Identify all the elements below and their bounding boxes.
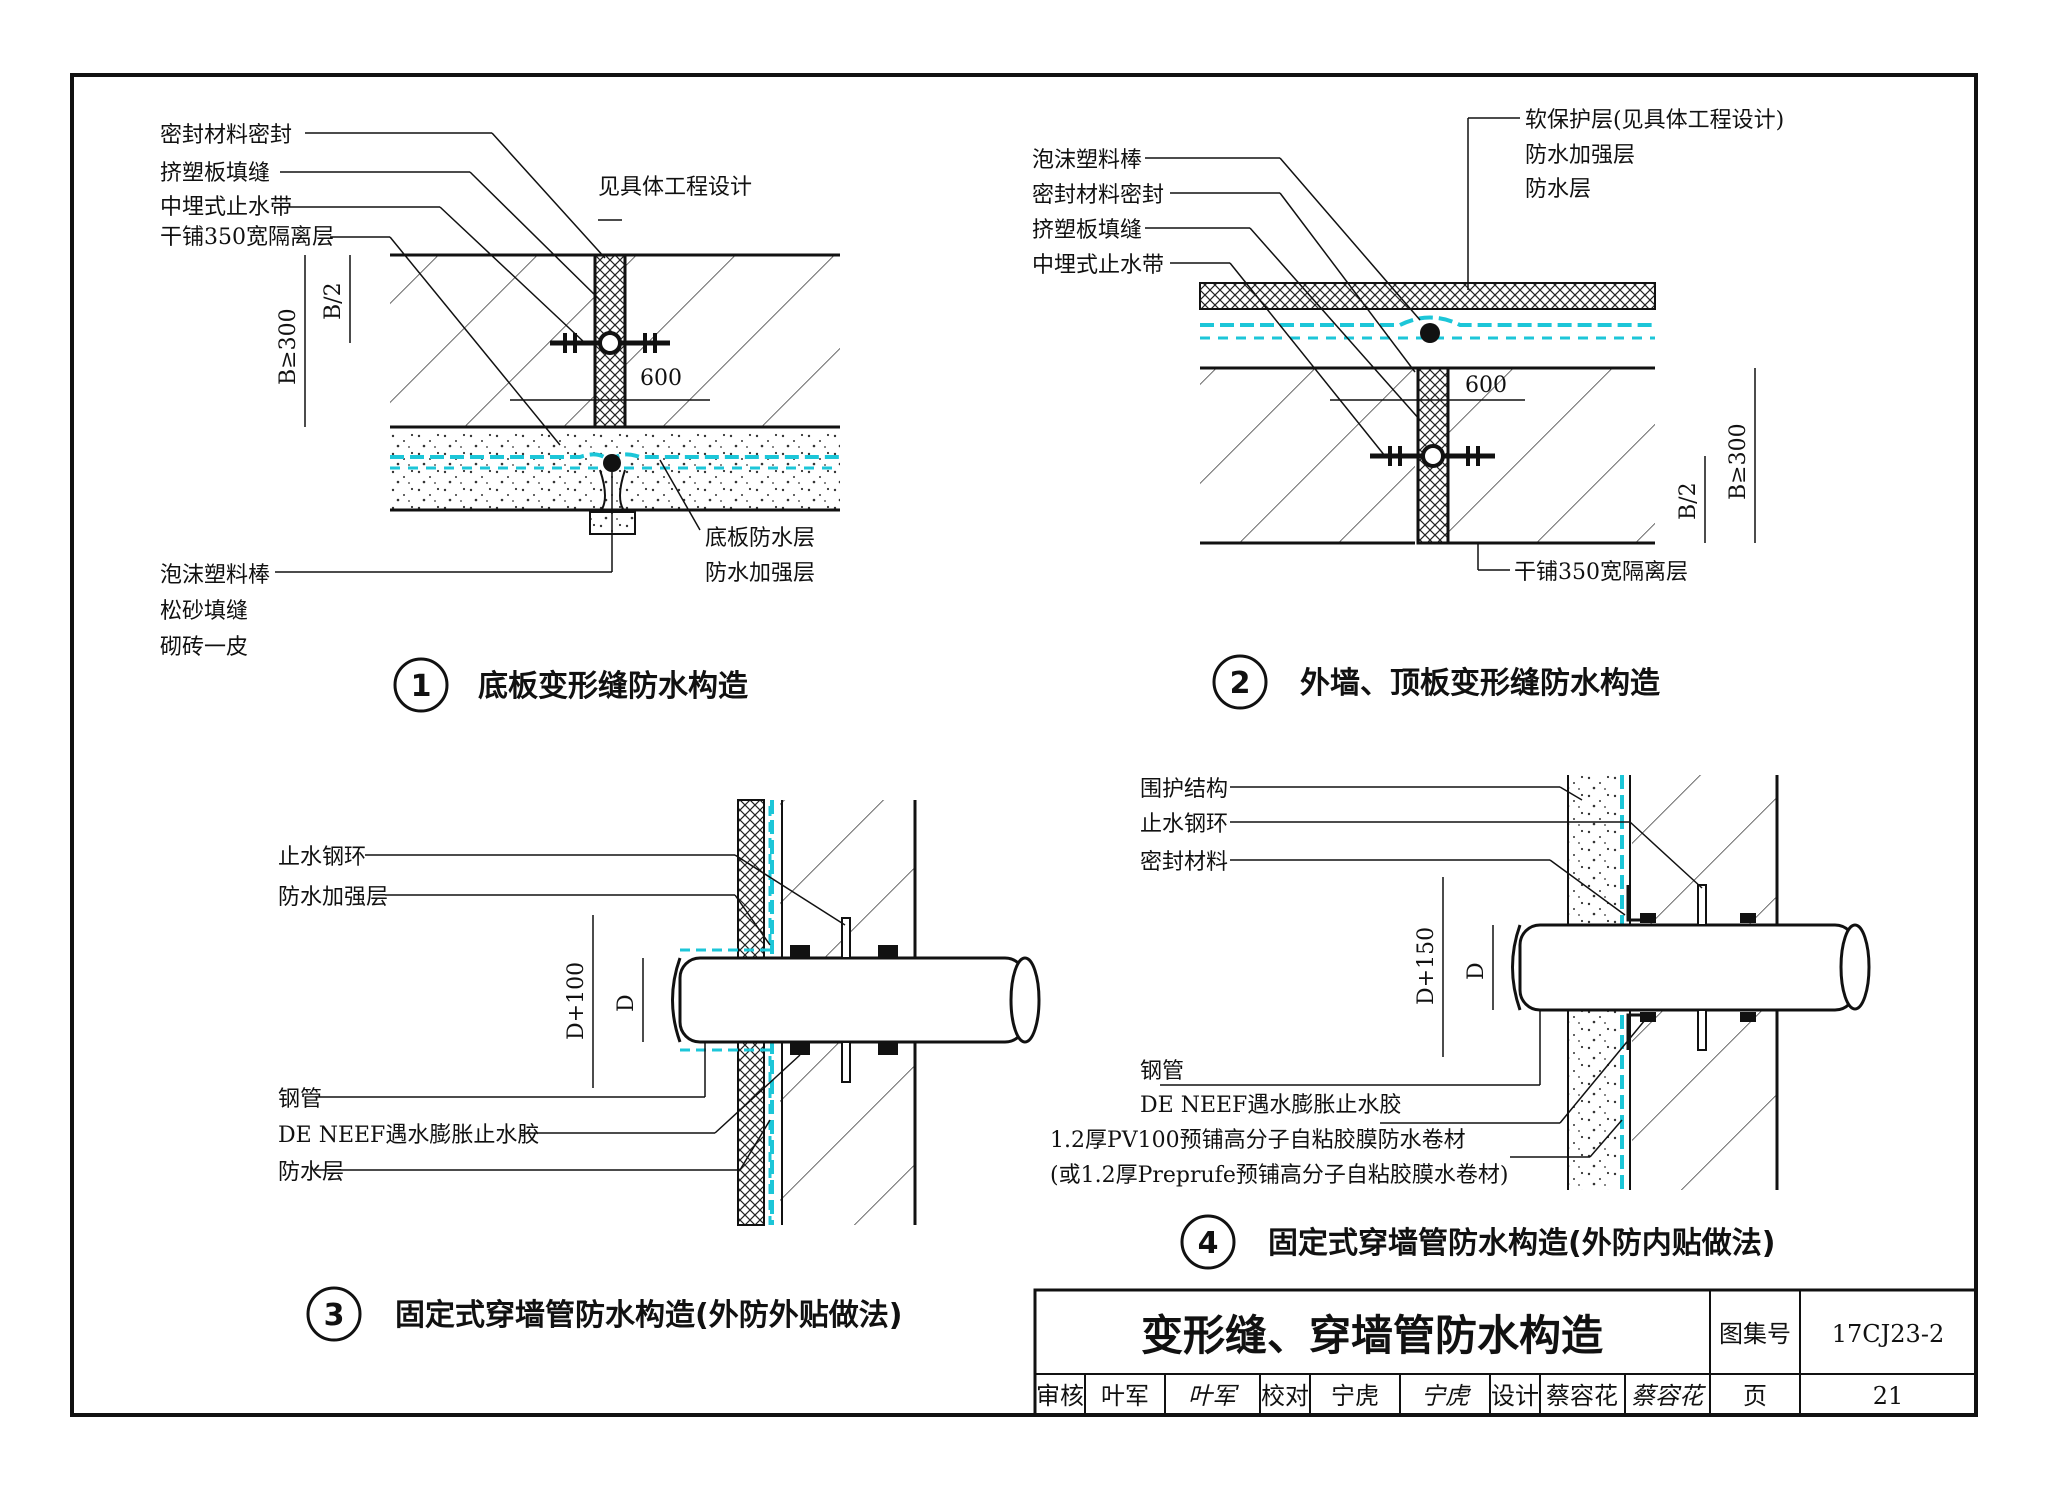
- atlas-label: 图集号: [1719, 1320, 1791, 1348]
- detail-1-label-5: 泡沫塑料棒: [160, 563, 270, 588]
- detail-1-label-6: 松砂填缝: [160, 599, 248, 624]
- drawing-number: 17CJ23-2: [1832, 1320, 1944, 1348]
- detail-3-marker: [306, 1286, 362, 1342]
- detail-1-dim-1: B/2: [321, 282, 346, 320]
- detail-4-label-1: 止水钢环: [1140, 812, 1228, 837]
- detail-4: [1160, 775, 1871, 1190]
- detail-1: [275, 132, 840, 573]
- page-label: 页: [1743, 1382, 1767, 1410]
- designer-signature: 蔡容花: [1631, 1382, 1706, 1410]
- pipe-4: [1518, 923, 1857, 1012]
- detail-1-label-3: 干铺350宽隔离层: [160, 225, 334, 250]
- detail-2-dim-1: B≥300: [1726, 423, 1751, 500]
- detail-2-label-2: 挤塑板填缝: [1032, 218, 1142, 243]
- detail-1-dim-0: B≥300: [276, 308, 301, 385]
- detail-3-label-2: 钢管: [278, 1087, 322, 1112]
- protection-layer-2: [1199, 282, 1656, 310]
- detail-2-label-7: 干铺350宽隔离层: [1514, 560, 1688, 585]
- detail-4-label-2: 密封材料: [1140, 850, 1228, 875]
- sheet-border: [70, 73, 1978, 1417]
- detail-2-label-1: 密封材料密封: [1032, 183, 1164, 208]
- detail-4-dim-1: D: [1464, 962, 1489, 980]
- detail-4-label-6: (或1.2厚Preprufe预铺高分子自粘胶膜水卷材): [1050, 1163, 1508, 1188]
- detail-2-label-6: 防水层: [1525, 177, 1591, 202]
- detail-4-marker: [1180, 1214, 1236, 1270]
- detail-1-label-1: 挤塑板填缝: [160, 161, 270, 186]
- detail-3-label-3: DE NEEF遇水膨胀止水胶: [278, 1123, 539, 1148]
- check-label: 校对: [1261, 1382, 1309, 1410]
- detail-2-dim-0: 600: [1465, 373, 1507, 398]
- detail-2-num: 2: [1230, 666, 1251, 701]
- review-label: 审核: [1036, 1382, 1084, 1410]
- reviewer-signature: 叶军: [1188, 1382, 1239, 1410]
- detail-3-label-0: 止水钢环: [278, 845, 366, 870]
- waterstop-1: [550, 331, 670, 355]
- detail-3-dim-1: D: [614, 994, 639, 1012]
- detail-4-label-3: 钢管: [1140, 1059, 1184, 1084]
- detail-3: [315, 799, 1041, 1226]
- checker-signature: 宁虎: [1421, 1382, 1472, 1410]
- foam-rod-1: [603, 454, 621, 472]
- waterproof-layer-2: [1200, 315, 1655, 327]
- detail-1-label-8: 底板防水层: [705, 526, 815, 551]
- detail-2-caption: 外墙、顶板变形缝防水构造: [1300, 666, 1660, 701]
- detail-2-marker: [1212, 654, 1268, 710]
- detail-3-dim-0: D+100: [564, 962, 589, 1040]
- detail-3-num: 3: [324, 1298, 345, 1333]
- detail-3-label-4: 防水层: [278, 1160, 344, 1185]
- detail-1-dim-2: 600: [640, 366, 682, 391]
- detail-1-marker: [393, 657, 449, 713]
- detail-2-label-3: 中埋式止水带: [1032, 253, 1164, 278]
- detail-3-caption: 固定式穿墙管防水构造(外防外贴做法): [395, 1298, 902, 1333]
- detail-1-caption: 底板变形缝防水构造: [478, 669, 748, 704]
- title-block: [1033, 1288, 1978, 1417]
- reviewer-name: 叶军: [1101, 1382, 1149, 1410]
- design-label: 设计: [1491, 1382, 1539, 1410]
- detail-2-label-0: 泡沫塑料棒: [1032, 148, 1142, 173]
- detail-2: [1145, 117, 1756, 571]
- detail-4-dim-0: D+150: [1414, 927, 1439, 1005]
- water-ring-4: [1697, 884, 1707, 926]
- sheet-title: 变形缝、穿墙管防水构造: [1141, 1311, 1603, 1360]
- page-number: 21: [1873, 1382, 1904, 1410]
- detail-4-label-5: 1.2厚PV100预铺高分子自粘胶膜防水卷材: [1050, 1128, 1466, 1153]
- detail-3-label-1: 防水加强层: [278, 885, 388, 910]
- detail-2-dim-2: B/2: [1676, 482, 1701, 520]
- detail-1-label-9: 防水加强层: [705, 561, 815, 586]
- waterstop-2: [1370, 444, 1495, 468]
- detail-1-num: 1: [411, 669, 432, 704]
- foam-rod-2: [1420, 323, 1440, 343]
- detail-1-label-0: 密封材料密封: [160, 123, 292, 148]
- detail-1-label-2: 中埋式止水带: [160, 195, 292, 220]
- detail-2-label-4: 软保护层(见具体工程设计): [1525, 108, 1784, 133]
- designer-name: 蔡容花: [1546, 1382, 1618, 1410]
- checker-name: 宁虎: [1331, 1382, 1379, 1410]
- detail-4-label-4: DE NEEF遇水膨胀止水胶: [1140, 1093, 1401, 1118]
- detail-2-label-5: 防水加强层: [1525, 143, 1635, 168]
- detail-1-label-7: 砌砖一皮: [160, 635, 248, 660]
- detail-1-label-4: 见具体工程设计: [598, 175, 752, 200]
- detail-4-label-0: 围护结构: [1140, 777, 1228, 802]
- water-ring-3: [841, 917, 851, 959]
- pipe-3: [678, 956, 1027, 1044]
- detail-4-num: 4: [1198, 1226, 1219, 1261]
- detail-4-caption: 固定式穿墙管防水构造(外防内贴做法): [1268, 1226, 1775, 1261]
